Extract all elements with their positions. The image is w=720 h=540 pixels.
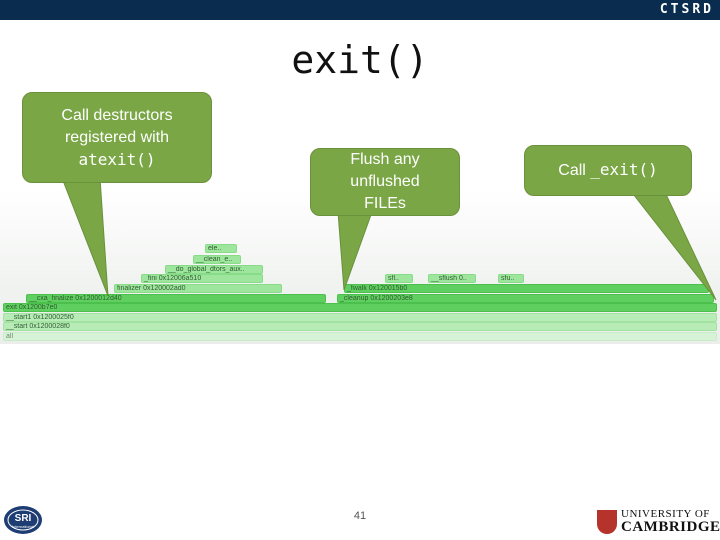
callout-text: Call _exit() xyxy=(525,159,691,182)
flame-bar: __start1 0x1200025f0 xyxy=(3,313,717,322)
flame-bar: __cxa_finalize 0x1200012d40 xyxy=(26,294,326,303)
callout-code: atexit() xyxy=(78,149,156,169)
callout-flush: Flush any unflushed FILEs xyxy=(310,148,460,216)
cambridge-line1: UNIVERSITY OF xyxy=(621,508,710,520)
callout-code: _exit() xyxy=(590,160,658,179)
flame-bar: _fwalk 0x120015b0 xyxy=(344,284,709,293)
callout-text: registered with xyxy=(64,128,170,146)
header-bar: CTSRD xyxy=(0,0,720,20)
callout-text-plain: Call xyxy=(558,162,591,179)
flame-bar: __do_global_dtors_aux.. xyxy=(165,265,263,274)
flame-bar: exit 0x1200b7e0 xyxy=(3,303,717,312)
flame-bar: finalizer 0x120002ad0 xyxy=(114,284,282,293)
flame-bar: _fini 0x12006a510 xyxy=(141,274,263,283)
callout-text: Flush any xyxy=(350,151,420,168)
cambridge-logo: UNIVERSITY OF CAMBRIDGE xyxy=(597,508,720,538)
cambridge-line2: CAMBRIDGE xyxy=(621,519,720,535)
flame-bar: sfu.. xyxy=(498,274,524,283)
ctsrd-logo: CTSRD xyxy=(659,2,714,17)
flame-bar: sfl.. xyxy=(385,274,413,283)
callout-text: unflushed xyxy=(350,173,420,190)
callout-exit: Call _exit() xyxy=(524,145,692,196)
sri-logo: SRI International xyxy=(4,506,42,534)
flame-bar: __sflush 0.. xyxy=(428,274,476,283)
cambridge-shield-icon xyxy=(597,510,617,534)
callout-destructors: Call destructors registered with atexit(… xyxy=(22,92,212,183)
flame-bar: ele.. xyxy=(205,244,237,253)
cambridge-wordmark: UNIVERSITY OF CAMBRIDGE xyxy=(621,508,720,535)
sri-initials: SRI xyxy=(15,513,32,524)
slide-title: exit() xyxy=(291,38,429,82)
callout-text: FILEs xyxy=(364,195,406,212)
page-number: 41 xyxy=(353,510,367,522)
flame-bar: _cleanup 0x1200203e8 xyxy=(337,294,714,303)
flame-bar: __start 0x1200028f0 xyxy=(3,322,717,331)
flame-bar: __clean_e.. xyxy=(193,255,241,264)
callout-text: Call destructors xyxy=(61,106,173,124)
sri-sub: International xyxy=(12,524,34,529)
flame-bar: all xyxy=(3,332,717,341)
